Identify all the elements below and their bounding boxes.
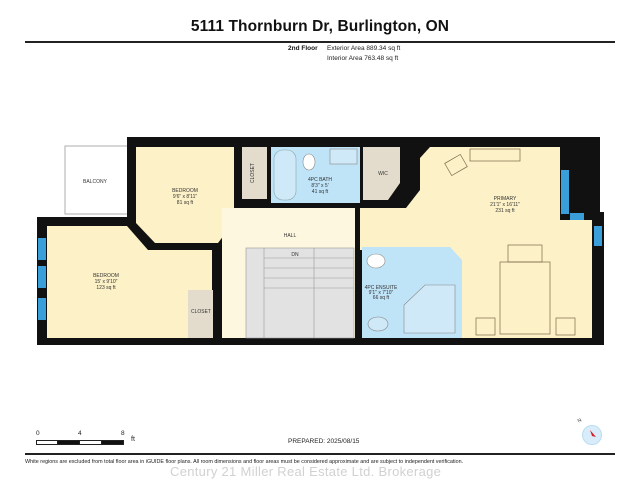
toilet-icon bbox=[302, 153, 316, 171]
dresser-icon bbox=[469, 148, 521, 162]
bath-label: 4PC BATH bbox=[308, 177, 332, 183]
closet-bottom-label: CLOSET bbox=[191, 309, 211, 315]
closet-top-label: CLOSET bbox=[250, 163, 256, 183]
balcony-area bbox=[64, 145, 134, 215]
nightstand-right-icon bbox=[555, 317, 576, 336]
window bbox=[38, 238, 46, 260]
armchair-icon bbox=[444, 153, 468, 177]
stair-treads bbox=[263, 248, 354, 338]
nightstand-left-icon bbox=[475, 317, 496, 336]
primary-dims: 21'1" x 16'11" bbox=[490, 202, 520, 208]
hall-label: HALL bbox=[284, 233, 297, 239]
bedroom-2-area bbox=[136, 147, 234, 243]
wic-label: WIC bbox=[378, 171, 388, 177]
ensuite-label: 4PC ENSUITE bbox=[365, 285, 398, 291]
ensuite-sink-icon bbox=[367, 316, 389, 332]
header-divider bbox=[25, 41, 615, 43]
bath-area-text: 41 sq ft bbox=[312, 189, 329, 195]
interior-area: Interior Area 763.48 sq ft bbox=[327, 55, 399, 62]
corner-shower-icon bbox=[403, 284, 456, 334]
scale-tick-0: 0 bbox=[36, 430, 40, 437]
staircase bbox=[245, 247, 355, 339]
ensuite-area-text: 66 sq ft bbox=[373, 295, 390, 301]
ensuite-toilet-icon bbox=[366, 253, 386, 269]
floor-label: 2nd Floor bbox=[288, 45, 318, 52]
window bbox=[38, 266, 46, 288]
sink-icon bbox=[329, 148, 358, 165]
scale-unit: ft bbox=[131, 436, 135, 443]
bedroom-1-dims: 15' x 9'10" bbox=[95, 279, 118, 285]
window bbox=[561, 170, 569, 214]
ensuite-dims: 9'1" x 7'10" bbox=[369, 290, 394, 296]
bedroom-2-area-text: 81 sq ft bbox=[177, 200, 194, 206]
primary-area-text: 231 sq ft bbox=[495, 208, 515, 214]
window bbox=[570, 213, 584, 220]
primary-label: PRIMARY bbox=[494, 196, 517, 202]
stairs-down-label: DN bbox=[291, 252, 299, 258]
wic-area bbox=[363, 147, 400, 200]
bedroom-1-area bbox=[47, 226, 212, 338]
bedroom-1-area-text: 123 sq ft bbox=[96, 285, 116, 291]
bedroom-1-label: BEDROOM bbox=[93, 273, 119, 279]
bathtub-icon bbox=[273, 149, 297, 201]
scale-tick-8: 8 bbox=[121, 430, 125, 437]
prepared-date: PREPARED: 2025/08/15 bbox=[288, 438, 360, 445]
closet-top-area bbox=[242, 147, 267, 199]
closet-bottom-area bbox=[188, 290, 213, 338]
balcony-label: BALCONY bbox=[83, 179, 108, 185]
window bbox=[38, 298, 46, 320]
bath-dims: 8'3" x 5' bbox=[311, 183, 328, 189]
compass-icon bbox=[582, 425, 602, 445]
bed-icon bbox=[499, 261, 551, 335]
page-title: 5111 Thornburn Dr, Burlington, ON bbox=[190, 18, 450, 35]
brokerage-watermark: Century 21 Miller Real Estate Ltd. Broke… bbox=[170, 464, 442, 479]
bedroom-2-dims: 9'6" x 8'11" bbox=[173, 194, 197, 200]
footer-divider bbox=[25, 453, 615, 455]
exterior-area: Exterior Area 889.34 sq ft bbox=[327, 45, 401, 52]
bedroom-2-label: BEDROOM bbox=[172, 188, 198, 194]
disclaimer: White regions are excluded from total fl… bbox=[25, 459, 464, 465]
scale-tick-4: 4 bbox=[78, 430, 82, 437]
primary-area bbox=[360, 147, 592, 338]
window bbox=[594, 226, 602, 246]
